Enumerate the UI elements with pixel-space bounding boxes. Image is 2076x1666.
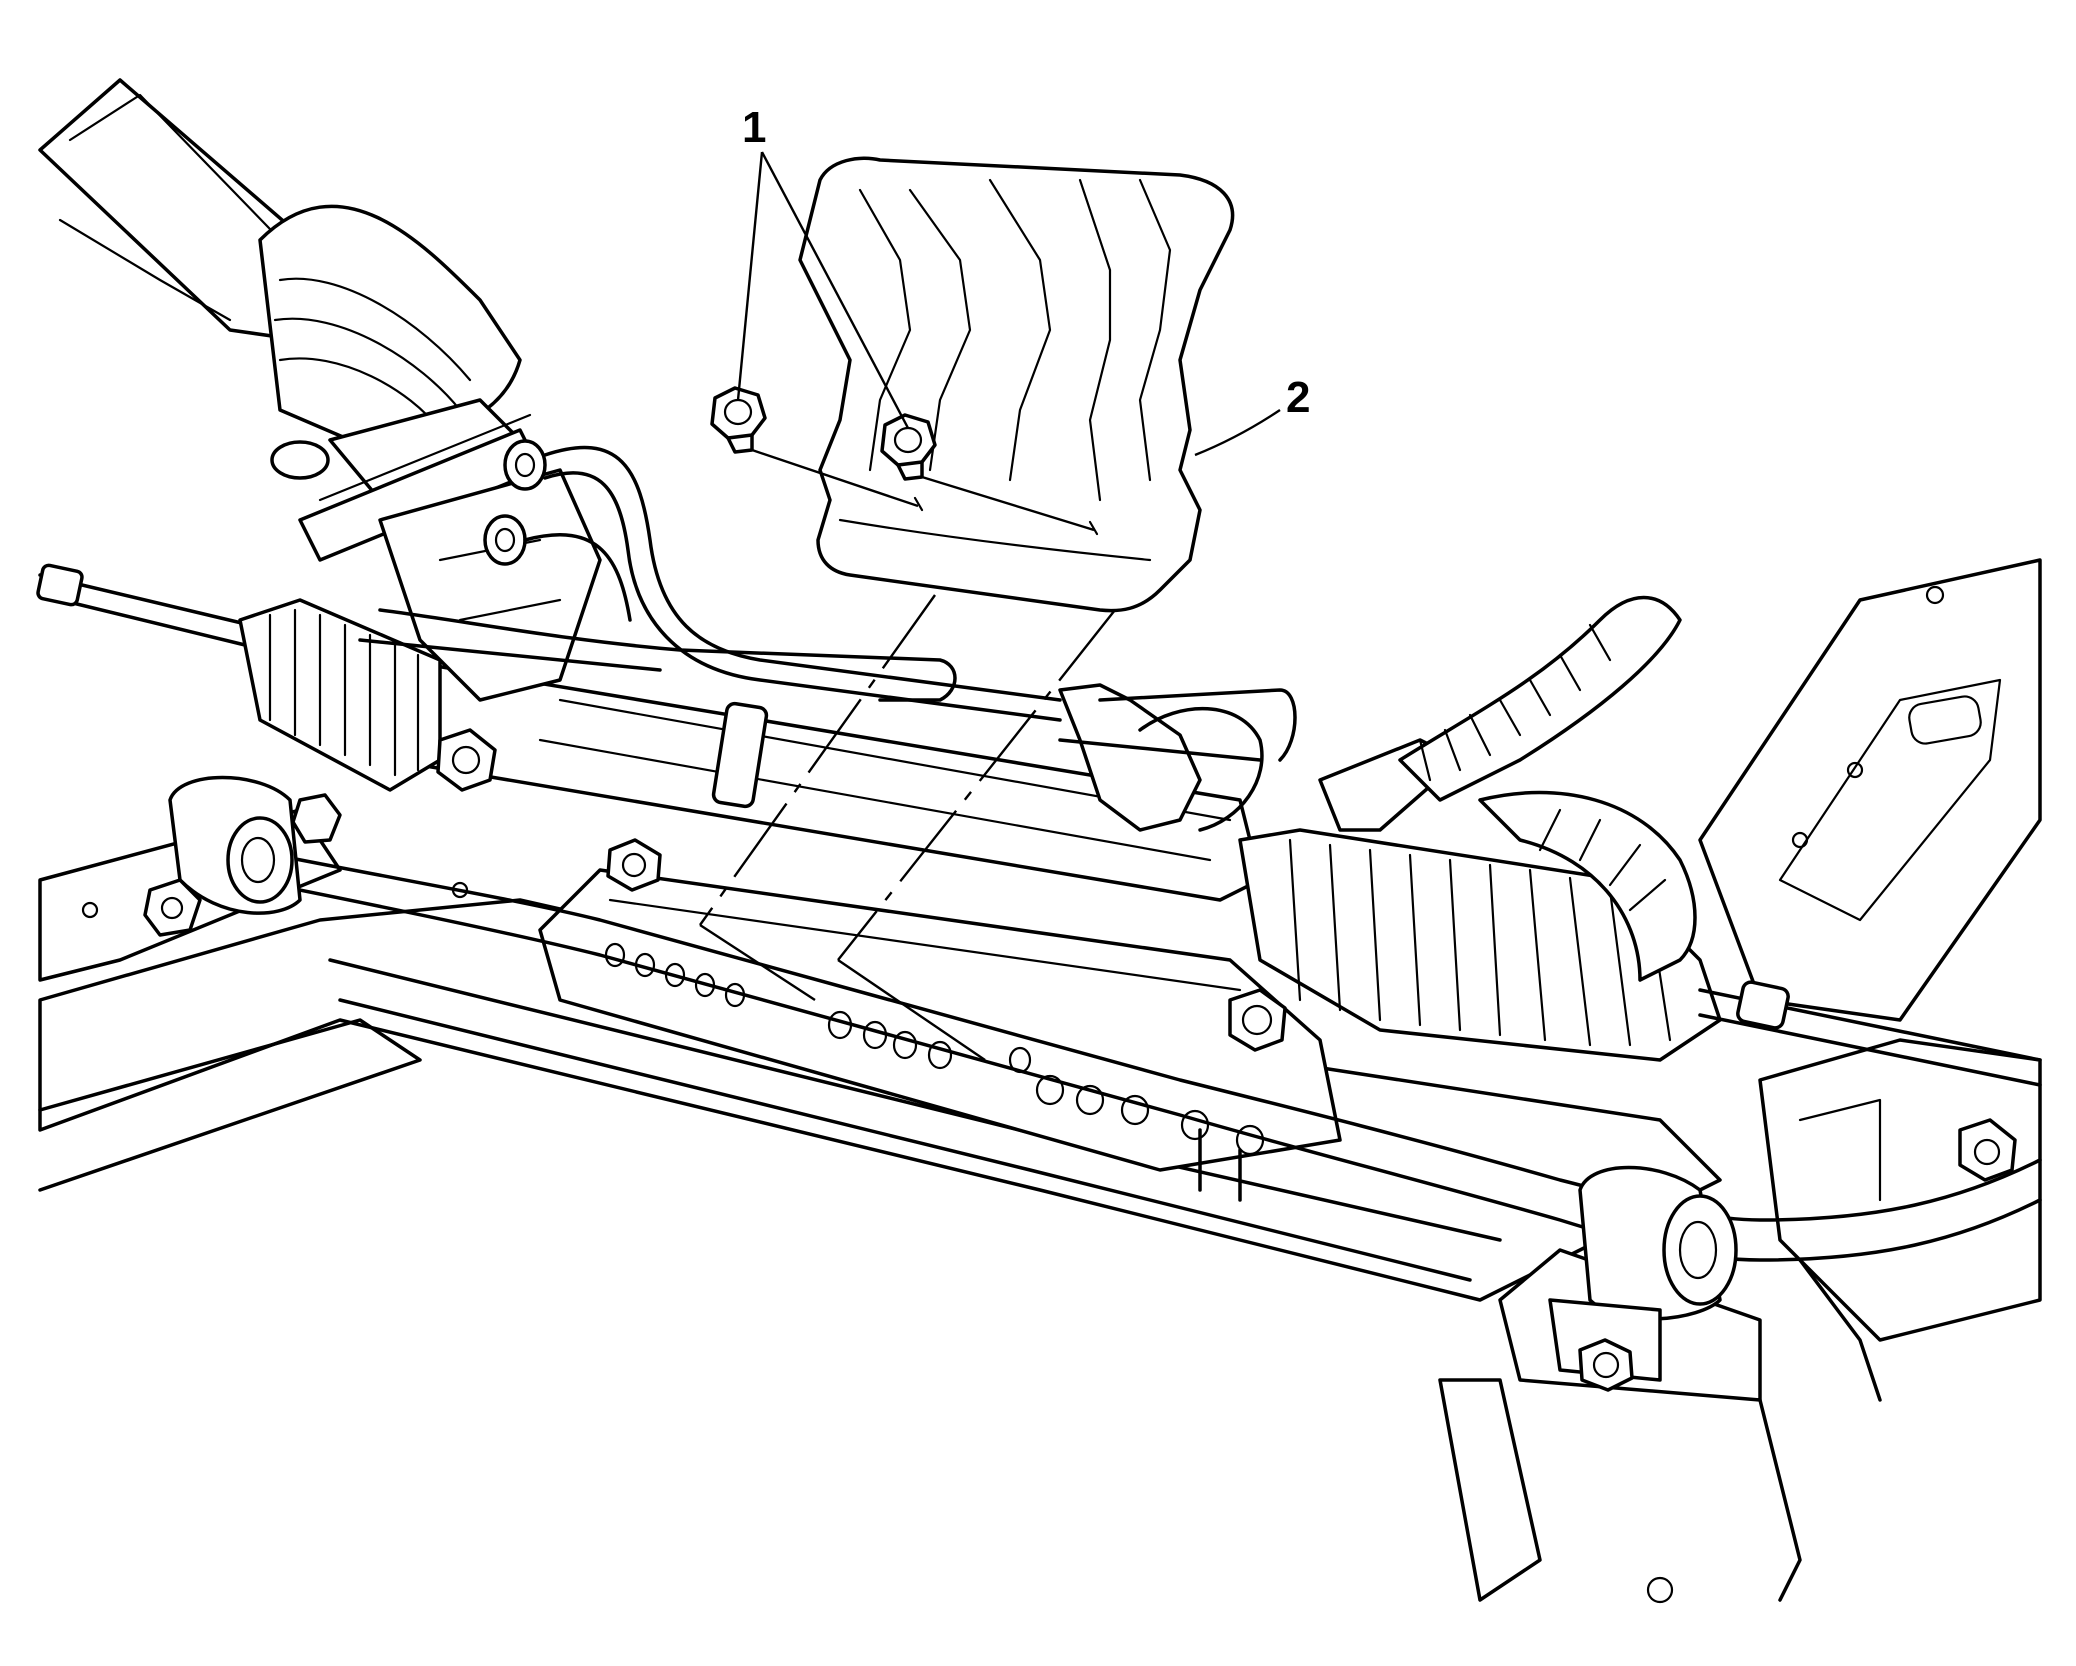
right-bushing-clamp [1548,1118,2017,1392]
left-bushing-clamp [143,775,342,937]
wiring-harness [1318,595,1697,982]
intermediate-shaft [38,78,602,702]
steering-rack [36,563,2042,1087]
heat-shield [798,156,1235,613]
hydraulic-lines [358,445,1297,832]
callout-label-2: 2 [1286,373,1310,422]
heat-shield-bolts [710,386,937,481]
stabilizer-bar [248,848,2042,1262]
callout-label-1: 1 [742,103,766,152]
leader-lines [699,151,1281,1061]
